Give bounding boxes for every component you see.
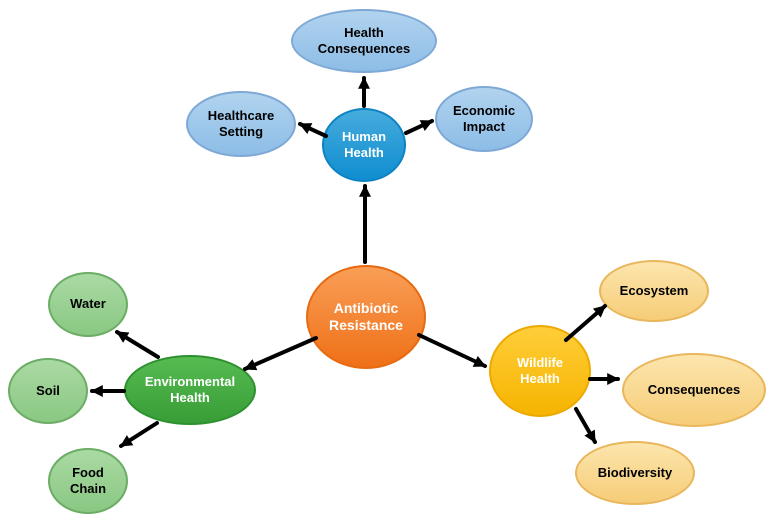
node-label: Antibiotic Resistance	[329, 299, 403, 334]
node-human-health: Human Health	[322, 108, 406, 182]
node-label: Human Health	[341, 128, 387, 160]
node-economic-impact: Economic Impact	[435, 86, 533, 152]
arrow-wildlife_health-to-biodiversity	[574, 407, 597, 444]
node-healthcare-setting: Healthcare Setting	[186, 91, 296, 157]
node-consequences: Consequences	[622, 353, 766, 427]
node-label: Ecosystem	[619, 282, 689, 298]
node-wildlife-health: Wildlife Health	[489, 325, 591, 417]
arrow-antibiotic_resistance-to-wildlife_health	[417, 333, 487, 368]
arrow-environmental_health-to-food_chain	[119, 421, 159, 448]
arrow-environmental_health-to-water	[115, 330, 160, 359]
node-label: Environmental Health	[144, 373, 236, 405]
node-label: Wildlife Health	[516, 354, 564, 386]
node-soil: Soil	[8, 358, 88, 424]
node-label: Health Consequences	[317, 24, 411, 56]
node-label: Economic Impact	[452, 102, 516, 134]
node-food-chain: Food Chain	[48, 448, 128, 514]
node-biodiversity: Biodiversity	[575, 441, 695, 505]
node-label: Food Chain	[69, 464, 107, 496]
arrow-human_health-to-healthcare_setting	[298, 122, 328, 138]
node-label: Consequences	[647, 381, 741, 397]
node-health-consequences: Health Consequences	[291, 9, 437, 73]
node-antibiotic-resistance: Antibiotic Resistance	[306, 265, 426, 369]
arrow-human_health-to-economic_impact	[404, 119, 434, 135]
node-label: Water	[70, 296, 106, 312]
node-label: Biodiversity	[597, 464, 673, 480]
node-label: Soil	[36, 382, 60, 398]
node-water: Water	[48, 272, 128, 337]
node-label: Healthcare Setting	[207, 107, 275, 139]
arrow-antibiotic_resistance-to-environmental_health	[243, 336, 318, 371]
node-ecosystem: Ecosystem	[599, 260, 709, 322]
node-environmental-health: Environmental Health	[124, 355, 256, 425]
